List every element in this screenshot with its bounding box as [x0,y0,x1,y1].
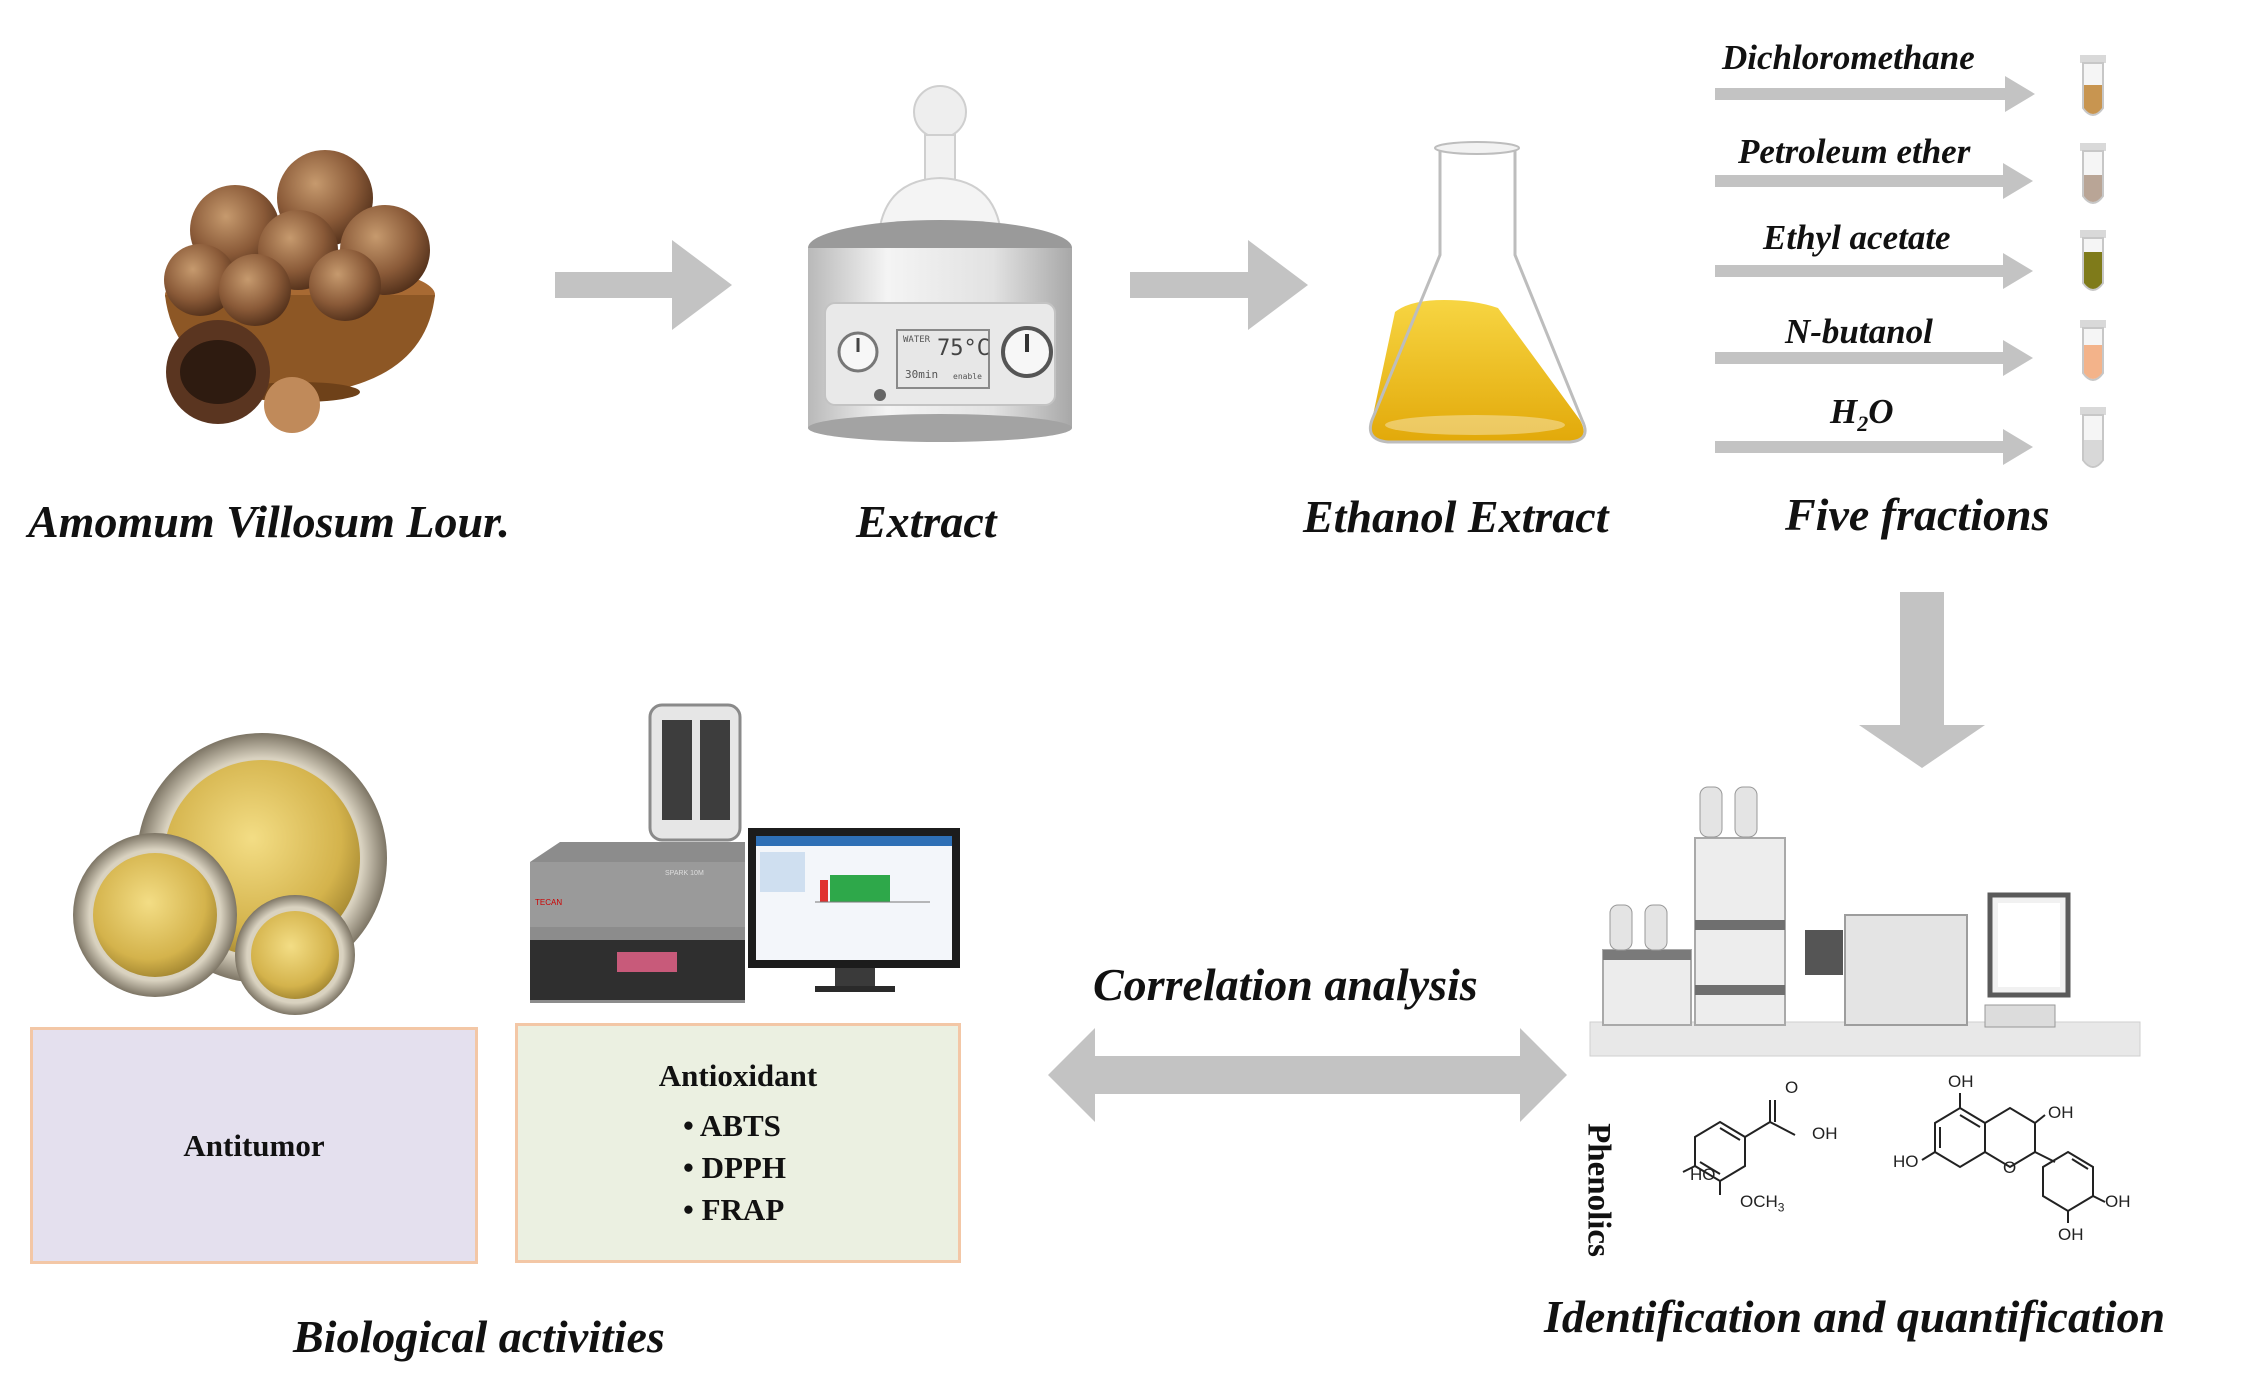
catechin-oh-right-label: OH [2048,1103,2074,1122]
ferulic-ho-label: HO [1690,1165,1716,1184]
ferulic-oh-label: OH [1812,1124,1838,1143]
bath-display-time: 30min [905,368,939,381]
extract-label: Extract [856,496,997,547]
assay-dpph: • DPPH [683,1150,786,1185]
antitumor-label: Antitumor [183,1127,325,1163]
fraction-label-n-butanol: N-butanol [1785,312,1933,351]
catechin-ho-label: HO [1893,1152,1919,1171]
bath-display-temp: 75°C [937,336,990,361]
biological-activities-label: Biological activities [293,1311,665,1362]
amomum-fruit-bowl-icon [164,150,435,433]
arrow-right-1 [555,240,732,330]
catechin-o-label: O [2003,1158,2017,1177]
microplate-reader-icon [530,703,745,1003]
identification-label: Identification and quantification [1544,1291,2166,1342]
catechin-oh-ring-bottom-label: OH [2058,1225,2084,1244]
fraction-arrows [1715,76,2035,465]
fraction-arrow-4 [1715,340,2033,376]
fraction-label-dichloromethane: Dichloromethane [1722,38,1975,77]
fraction-label-ethyl-acetate: Ethyl acetate [1763,218,1951,257]
arrow-down [1859,592,1985,768]
test-tube-ethyl-acetate-icon [2080,230,2106,291]
ferulic-och3-label: OCH3 [1740,1192,1785,1215]
bath-display-label: WATER [903,335,931,345]
ferulic-o-label: O [1785,1078,1799,1097]
fraction-arrow-1 [1715,76,2035,112]
catechin-oh-top-label: OH [1948,1072,1974,1091]
catechin-oh-ring-right-label: OH [2105,1192,2131,1211]
fraction-label-petroleum-ether: Petroleum ether [1738,132,1971,171]
test-tube-petroleum-ether-icon [2080,143,2106,204]
ferulic-acid-structure-icon [1682,1100,1796,1195]
antitumor-box: Antitumor [30,1027,478,1264]
fraction-label-water: H2O [1830,392,1894,436]
test-tube-water-icon [2080,407,2106,468]
bath-display-button: enable [953,372,982,381]
correlation-double-arrow [1048,1028,1567,1122]
tumor-cells-icon [73,733,387,1015]
test-tube-dichloromethane-icon [2080,55,2106,116]
erlenmeyer-flask-icon [1368,141,1587,444]
correlation-analysis-label: Correlation analysis [1093,959,1478,1010]
antioxidant-label: Antioxidant [658,1058,818,1093]
fraction-arrow-5 [1715,429,2033,465]
ethanol-extract-label: Ethanol Extract [1303,491,1609,542]
arrow-right-2 [1130,240,1308,330]
assay-abts: • ABTS [683,1108,781,1143]
catechin-structure-icon [1921,1093,2106,1223]
test-tube-n-butanol-icon [2080,320,2106,381]
reader-brand-label: TECAN [535,898,563,907]
fraction-arrow-2 [1715,163,2033,199]
fraction-arrow-3 [1715,253,2033,289]
hplc-ms-system-icon [1589,786,2141,1057]
water-bath-icon [808,85,1072,442]
phenolics-label: Phenolics [1580,1123,1617,1257]
test-tubes [2080,55,2106,468]
assay-frap: • FRAP [683,1192,785,1227]
plant-label: Amomum Villosum Lour. [28,496,510,547]
reader-model-label: SPARK 10M [665,870,704,877]
five-fractions-label: Five fractions [1785,489,2050,540]
monitor-icon [748,828,960,992]
antioxidant-box: Antioxidant • ABTS • DPPH • FRAP [515,1023,961,1263]
